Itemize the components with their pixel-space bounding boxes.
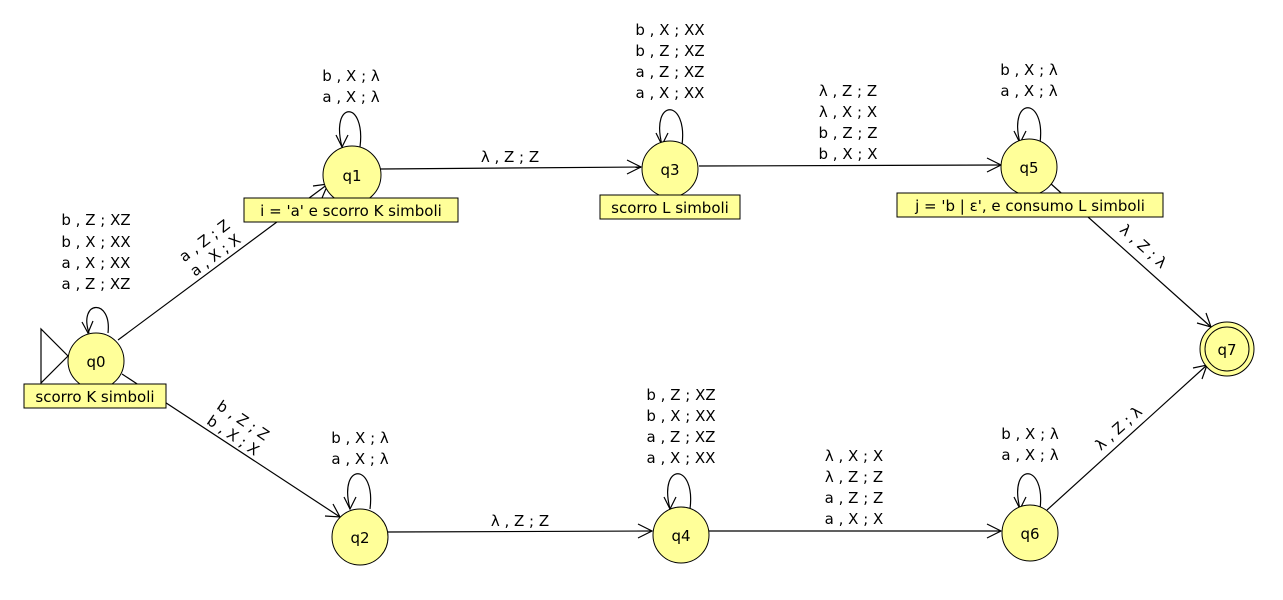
- transition-label: a , Z ; Z: [825, 489, 884, 507]
- state-label: q6: [1020, 525, 1039, 543]
- edge-q2-q4: [387, 530, 653, 533]
- note-text: i = 'a' e scorro K simboli: [260, 202, 442, 220]
- note-text: scorro L simboli: [611, 199, 729, 217]
- transition-label: b , Z ; XZ: [646, 386, 715, 404]
- state-label: q0: [86, 353, 105, 371]
- note-q3: scorro L simboli: [599, 194, 741, 220]
- note-q1: i = 'a' e scorro K simboli: [243, 197, 459, 223]
- transition-label: b , X ; λ: [1001, 425, 1059, 443]
- label-q5-q7: λ , Z ; λ: [1116, 221, 1170, 273]
- edge-q2-loop: [347, 473, 372, 510]
- label-q4-q6: λ , X ; X λ , Z ; Z a , Z ; Z a , X ; X: [825, 447, 884, 528]
- transition-label: a , X ; λ: [1000, 82, 1057, 100]
- arrowhead: [637, 523, 654, 539]
- transition-label: b , X ; XX: [635, 21, 704, 39]
- state-q5[interactable]: q5: [1000, 138, 1058, 196]
- state-label: q2: [350, 529, 369, 547]
- note-q5: j = 'b | ε', e consumo L simboli: [896, 192, 1164, 218]
- edge-q3-q5: [698, 164, 1002, 167]
- label-q1-q3: λ , Z ; Z: [481, 148, 539, 166]
- transition-label: b , X ; λ: [1000, 61, 1058, 79]
- start-marker: [40, 327, 69, 385]
- accept-ring: [1204, 326, 1250, 372]
- label-q2-loop: b , X ; λ a , X ; λ: [331, 429, 389, 468]
- state-label: q4: [671, 527, 690, 545]
- label-q2-q4: λ , Z ; Z: [491, 512, 549, 530]
- transition-label: a , X ; X: [825, 510, 884, 528]
- transition-label: b , X ; XX: [61, 233, 130, 251]
- transition-label: a , X ; λ: [322, 88, 379, 106]
- arrowhead: [626, 159, 643, 175]
- transition-label: b , X ; X: [819, 145, 878, 163]
- state-label: q3: [660, 161, 679, 179]
- transition-label: b , X ; XX: [646, 407, 715, 425]
- state-q0[interactable]: q0: [67, 332, 125, 390]
- arrowhead: [81, 320, 94, 335]
- label-q3-q5: λ , Z ; Z λ , X ; X b , Z ; Z b , X ; X: [819, 82, 878, 163]
- transition-label: a , X ; XX: [647, 449, 716, 467]
- transition-label: λ , Z ; λ: [1116, 221, 1170, 273]
- arrowhead: [986, 523, 1003, 539]
- note-text: scorro K simboli: [35, 388, 154, 406]
- edge-q1-loop: [338, 111, 362, 148]
- state-q6[interactable]: q6: [1001, 504, 1059, 562]
- arrowhead: [343, 496, 357, 511]
- label-q4-loop: b , Z ; XZ b , X ; XX a , Z ; XZ a , X ;…: [646, 386, 715, 467]
- arrowhead: [335, 134, 349, 149]
- transition-label: a , X ; XX: [636, 84, 705, 102]
- label-q6-loop: b , X ; λ a , X ; λ: [1001, 425, 1059, 464]
- edge-q3-loop: [659, 109, 684, 146]
- edge-q6-loop: [1017, 473, 1042, 510]
- transition-label: a , Z ; XZ: [62, 275, 131, 293]
- transition-label: λ , X ; X: [819, 103, 877, 121]
- state-q1[interactable]: q1: [322, 145, 382, 205]
- label-q0-loop: b , Z ; XZ b , X ; XX a , X ; XX a , Z ;…: [61, 211, 130, 293]
- state-q3[interactable]: q3: [641, 140, 699, 198]
- label-q5-loop: b , X ; λ a , X ; λ: [1000, 61, 1058, 100]
- note-q0: scorro K simboli: [23, 383, 167, 409]
- state-label: q5: [1019, 159, 1038, 177]
- transition-label: λ , Z ; Z: [819, 82, 877, 100]
- transition-label: b , Z ; Z: [819, 124, 878, 142]
- transition-label: b , X ; λ: [331, 429, 389, 447]
- transition-label: a , Z ; XZ: [636, 63, 705, 81]
- transition-label: λ , Z ; Z: [825, 468, 883, 486]
- transition-label: a , X ; λ: [1001, 446, 1058, 464]
- transition-label: b , Z ; XZ: [61, 211, 130, 229]
- edge-q6-q7: [1046, 364, 1208, 511]
- transition-label: b , X ; λ: [322, 67, 380, 85]
- state-q4[interactable]: q4: [652, 506, 710, 564]
- edge-q5-loop: [1017, 107, 1042, 144]
- state-q2[interactable]: q2: [331, 508, 389, 566]
- edge-q4-loop: [667, 473, 692, 510]
- note-text: j = 'b | ε', e consumo L simboli: [914, 197, 1145, 215]
- edge-q0-loop: [86, 307, 109, 334]
- label-q3-loop: b , X ; XX b , Z ; XZ a , Z ; XZ a , X ;…: [635, 21, 704, 102]
- transition-label: a , X ; XX: [62, 254, 131, 272]
- label-q1-loop: b , X ; λ a , X ; λ: [322, 67, 380, 106]
- transition-label: λ , X ; X: [825, 447, 883, 465]
- transition-label: b , Z ; XZ: [635, 42, 704, 60]
- state-label: q1: [342, 167, 361, 185]
- transition-label: a , X ; λ: [331, 450, 388, 468]
- edge-q1-q3: [379, 166, 642, 170]
- state-label: q7: [1217, 341, 1236, 359]
- label-q0-q1: a , Z ; Z a , X ; X: [176, 216, 244, 280]
- transition-label: a , Z ; XZ: [647, 428, 716, 446]
- state-q7[interactable]: q7: [1199, 321, 1255, 377]
